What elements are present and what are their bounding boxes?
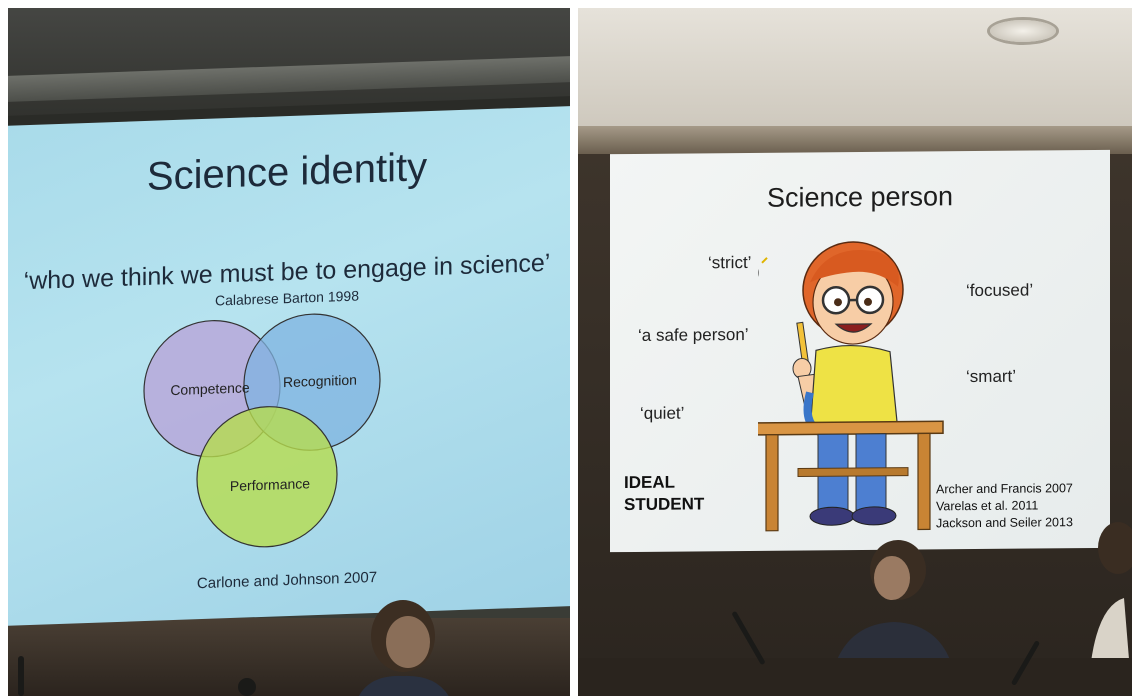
venn-label-performance: Performance — [230, 475, 310, 494]
ceiling-light — [990, 20, 1056, 42]
front-desk — [578, 658, 1132, 696]
projection-screen: Science identity ‘who we think we must b… — [8, 106, 570, 627]
descriptor-safe-person: ‘a safe person’ — [638, 324, 749, 345]
descriptor-focused: ‘focused’ — [966, 280, 1034, 301]
venn-circle-performance — [196, 406, 338, 548]
photo-science-identity-slide: Science identity ‘who we think we must b… — [8, 8, 570, 696]
cartoon-student-illustration — [758, 241, 944, 532]
descriptor-smart: ‘smart’ — [966, 366, 1017, 387]
reference-item: Archer and Francis 2007 — [936, 481, 1073, 497]
slide-title: Science identity — [146, 145, 428, 199]
room-floor — [8, 618, 570, 696]
projection-screen: Science person ‘strict’ ‘focused’ ‘a saf… — [610, 149, 1110, 553]
ceiling — [578, 8, 1132, 158]
microphone — [238, 678, 256, 696]
photo-science-person-slide: Science person ‘strict’ ‘focused’ ‘a saf… — [578, 8, 1132, 696]
slide-title: Science person — [766, 181, 954, 213]
descriptor-quiet: ‘quiet’ — [640, 403, 685, 423]
venn-diagram: Competence Recognition Performance — [143, 313, 381, 548]
venn-label-recognition: Recognition — [283, 372, 357, 391]
ideal-student-label: IDEAL STUDENT — [624, 471, 704, 516]
ceiling-edge — [578, 126, 1132, 154]
audience-member-silhouette — [359, 600, 449, 696]
descriptor-strict: ‘strict’ — [708, 252, 752, 273]
reference-item: Varelas et al. 2011 — [936, 498, 1039, 514]
ceiling — [8, 8, 570, 134]
slide-references: Archer and Francis 2007 Varelas et al. 2… — [936, 480, 1073, 532]
venn-label-competence: Competence — [170, 379, 250, 398]
lightbulb-icon — [758, 257, 768, 286]
ceiling-beam — [8, 56, 570, 102]
ideal-student-line2: STUDENT — [624, 494, 705, 515]
ideal-student-line1: IDEAL — [624, 472, 675, 493]
microphone — [18, 656, 24, 696]
